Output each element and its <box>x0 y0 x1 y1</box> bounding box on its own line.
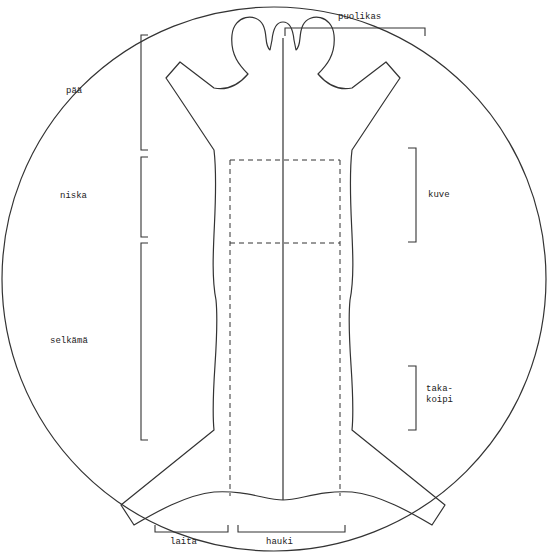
view-circle <box>2 7 546 551</box>
part-label: niska <box>60 191 110 202</box>
part-label: hauki <box>266 537 316 548</box>
part-label: taka- koipi <box>426 384 460 406</box>
hide-outline-mirror <box>121 17 283 525</box>
part-label: selkämä <box>50 336 110 347</box>
part-label: kuve <box>428 190 468 201</box>
part-label: puolikas <box>338 12 398 23</box>
cut-lines <box>230 160 340 496</box>
part-label: laita <box>170 537 220 548</box>
part-label: pää <box>66 86 106 97</box>
hide-outline <box>283 17 445 525</box>
brackets <box>141 28 425 532</box>
center-line <box>282 38 283 500</box>
